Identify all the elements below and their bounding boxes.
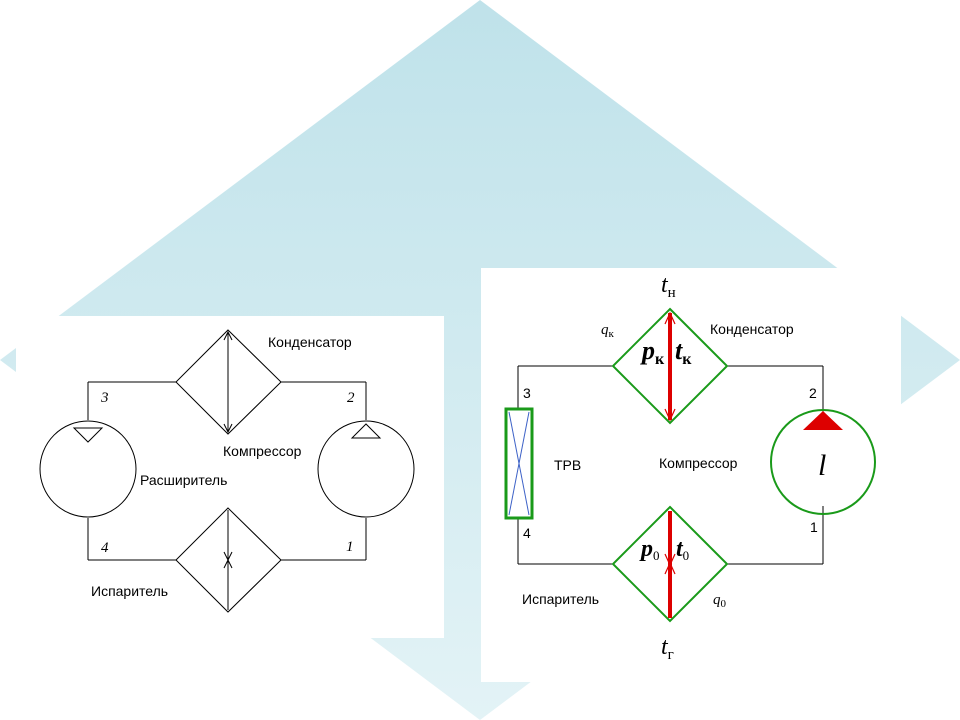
- t-k-label: tк: [675, 336, 692, 368]
- left-expander-label: Расширитель: [140, 472, 227, 488]
- condenser-diamond: [611, 307, 729, 425]
- valve-label: ТРВ: [554, 457, 581, 473]
- expansion-valve: [504, 407, 534, 520]
- compressor-circle: [770, 409, 876, 515]
- right-cycle-diagram: l Конденсатор Компрессор ТРВ Испаритель …: [504, 272, 876, 663]
- right-condenser-label: Конденсатор: [710, 321, 794, 337]
- expander-circle: [39, 420, 137, 518]
- left-cycle-diagram: Конденсатор Компрессор Расширитель Испар…: [39, 329, 415, 613]
- right-point-2: 2: [809, 385, 817, 401]
- evaporator-diamond: [175, 507, 282, 613]
- p-k-label: pк: [640, 336, 665, 368]
- right-evaporator-label: Испаритель: [522, 591, 599, 607]
- left-diagram-panel: Конденсатор Компрессор Расширитель Испар…: [16, 316, 444, 638]
- t-n-label: tн: [661, 272, 676, 301]
- right-point-4: 4: [523, 525, 531, 541]
- left-point-1: 1: [346, 539, 354, 555]
- condenser-diamond: [175, 329, 282, 435]
- t-g-label: tг: [661, 634, 674, 663]
- q-0-label: q0: [713, 592, 727, 610]
- q-k-label: qк: [601, 322, 615, 340]
- p-0-label: p0: [639, 536, 660, 563]
- t-0-label: t0: [676, 536, 689, 563]
- left-compressor-label: Компрессор: [223, 443, 302, 459]
- left-point-4: 4: [101, 540, 109, 556]
- right-compressor-label: Компрессор: [659, 455, 738, 471]
- right-point-3: 3: [523, 385, 531, 401]
- left-condenser-label: Конденсатор: [268, 334, 352, 350]
- right-diagram-panel: l Конденсатор Компрессор ТРВ Испаритель …: [481, 268, 901, 682]
- left-point-3: 3: [100, 390, 109, 406]
- evaporator-diamond: [611, 505, 729, 623]
- right-point-1: 1: [810, 519, 818, 535]
- left-point-2: 2: [347, 390, 355, 406]
- compressor-circle: [317, 420, 415, 518]
- work-symbol: l: [818, 449, 826, 482]
- left-evaporator-label: Испаритель: [91, 583, 168, 599]
